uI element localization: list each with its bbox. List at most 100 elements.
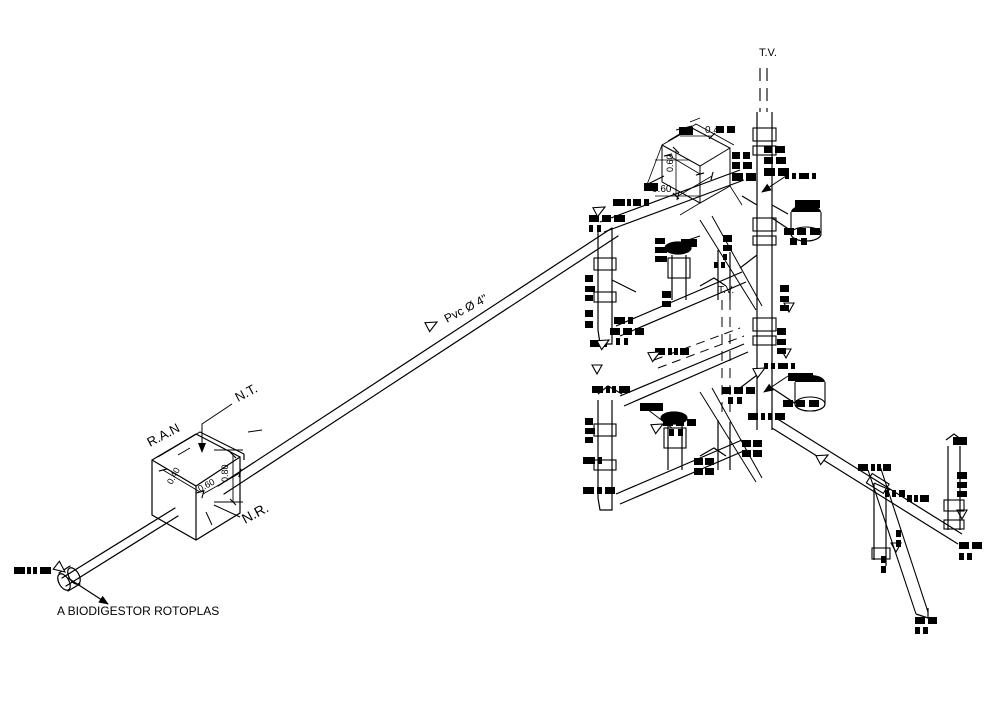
redacted-block: [972, 542, 982, 549]
redacted-block: [780, 305, 789, 311]
redacted-block: [590, 340, 600, 347]
redacted-block: [681, 239, 697, 247]
redacted-block: [662, 291, 671, 298]
redacted-block: [668, 348, 672, 355]
redacted-block: [777, 339, 786, 345]
redacted-block: [602, 215, 611, 222]
redacted-label: [881, 556, 886, 573]
flow-direction-arrow: [815, 454, 830, 466]
drawing-text-dim_040_box2: 0.40: [705, 125, 725, 136]
redacted-block: [959, 553, 964, 560]
redacted-block: [877, 464, 881, 471]
redacted-block: [775, 413, 785, 420]
redacted-block: [614, 317, 625, 324]
redacted-block: [892, 490, 896, 497]
redacted-block: [624, 338, 628, 345]
redacted-label: [764, 146, 789, 176]
redacted-label: [714, 262, 725, 268]
drawing-text-dim_080_box1: 0.80: [220, 464, 230, 482]
redacted-block: [640, 403, 663, 411]
redacted-block: [899, 490, 905, 497]
redacted-block: [723, 254, 727, 260]
redacted-block: [597, 225, 601, 232]
redacted-block: [858, 464, 868, 471]
flow-direction-arrow: [592, 206, 607, 218]
redacted-label: [885, 490, 905, 497]
redacted-label: [915, 617, 937, 634]
redacted-block: [585, 310, 593, 317]
redacted-label: [655, 238, 667, 262]
leader-nr: [205, 504, 241, 526]
redacted-label: [953, 437, 967, 445]
redacted-label: [694, 458, 714, 475]
redacted-block: [907, 495, 912, 502]
redacted-block: [788, 373, 813, 381]
redacted-label: [723, 235, 732, 260]
flow-direction-arrow: [52, 560, 67, 573]
flow-direction-arrow: [596, 339, 611, 351]
redacted-block: [585, 295, 593, 301]
redacted-label: [644, 183, 658, 191]
redacted-block: [799, 173, 809, 179]
redacted-block: [610, 328, 620, 335]
redacted-block: [957, 482, 967, 488]
redacted-label: [585, 275, 595, 301]
redacted-block: [589, 225, 593, 232]
redacted-block: [776, 157, 786, 164]
redacted-block: [623, 328, 632, 335]
redacted-label: [585, 310, 593, 328]
redacted-block: [583, 487, 594, 494]
redacted-block: [896, 530, 901, 537]
redacted-label: [785, 173, 816, 179]
redacted-label: [14, 567, 51, 574]
redacted-block: [585, 275, 593, 282]
redacted-label: [764, 363, 795, 369]
redacted-block: [780, 285, 789, 292]
flow-arrows: [52, 206, 830, 573]
redacted-block: [33, 567, 37, 574]
redacted-label: [907, 495, 929, 502]
redacted-block: [753, 440, 762, 447]
redacted-block: [743, 162, 752, 169]
redacted-block: [764, 168, 775, 176]
flow-direction-arrow: [650, 423, 665, 435]
redacted-block: [597, 487, 602, 494]
redacted-block: [644, 183, 658, 191]
redacted-block: [791, 363, 795, 369]
redacted-label: [957, 472, 967, 497]
redacted-block: [679, 127, 693, 135]
redacted-block: [606, 386, 610, 393]
redacted-block: [967, 553, 972, 560]
redacted-label: [742, 440, 762, 457]
redacted-label: [585, 418, 595, 443]
redacted-block: [885, 490, 889, 497]
leader-nt: [198, 403, 233, 453]
redacted-block: [613, 199, 625, 206]
upper-bathroom-group: [593, 169, 763, 345]
redacted-block: [742, 440, 751, 447]
redacted-block: [812, 173, 816, 179]
redacted-label: [663, 419, 696, 436]
redacted-label: [896, 530, 901, 547]
redacted-block: [676, 419, 684, 426]
redacted-block: [633, 199, 641, 206]
redacted-block: [655, 238, 665, 244]
redacted-block: [687, 419, 696, 426]
redacted-block: [764, 363, 768, 369]
redacted-block: [746, 387, 755, 394]
redacted-block: [585, 321, 593, 328]
redacted-block: [780, 296, 789, 302]
drawing-text-biodigestor: A BIODIGESTOR ROTOPLAS: [57, 604, 219, 618]
redacted-block: [680, 348, 689, 355]
chamber-box-upper-dims: [644, 117, 743, 216]
redacted-block: [777, 328, 786, 335]
redacted-block: [771, 363, 775, 369]
redacted-block: [662, 301, 671, 307]
redacted-block: [627, 199, 631, 206]
redacted-block: [585, 437, 593, 443]
redacted-label: [732, 152, 756, 181]
redacted-label: [780, 285, 789, 311]
